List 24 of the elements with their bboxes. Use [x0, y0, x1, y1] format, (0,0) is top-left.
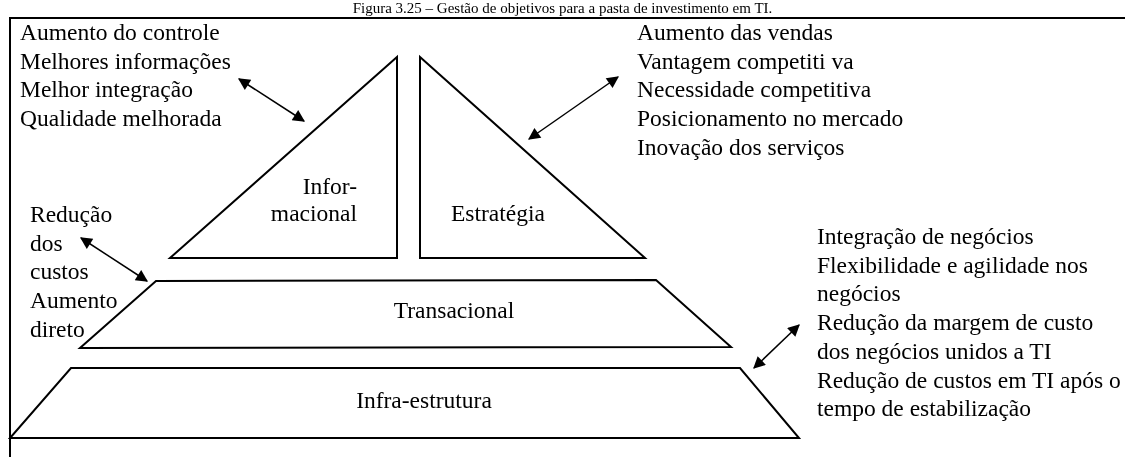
double-arrow: [753, 324, 800, 369]
benefit-text: Aumento das vendas: [637, 18, 834, 47]
benefit-text: Aumento direto: [30, 286, 119, 344]
benefit-text: Posicionamento no mercado: [637, 104, 905, 133]
layer-label: Infor- macional: [269, 173, 357, 227]
double-arrow: [238, 78, 305, 122]
layer-label: Infra-estrutura: [355, 387, 493, 414]
double-arrow: [80, 237, 148, 282]
benefit-text: Aumento do controle: [20, 18, 221, 47]
benefit-text: Inovação dos serviços: [637, 132, 846, 162]
benefit-text: Necessidade competitiva: [637, 75, 873, 105]
benefit-text: Redução de custos em TI após o tempo de estabilização: [817, 365, 1121, 423]
figure-title: Figura 3.25 – Gestão de objetivos para a pasta de investimento em TI.: [351, 0, 774, 16]
double-arrow: [528, 76, 619, 140]
benefit-text: Melhores informações: [20, 46, 232, 76]
benefit-text: Redução dos custos: [30, 200, 114, 287]
benefit-text: Integração de negócios: [817, 222, 1035, 251]
benefit-text: Flexibilidade e agilidade nos negócios: [817, 250, 1089, 309]
layer-label: Estratégia: [451, 200, 546, 227]
benefit-text: Qualidade melhorada: [20, 104, 223, 133]
benefit-text: Redução da margem de custo dos negócios unidos a TI: [817, 308, 1095, 366]
benefit-text: Vantagem competiti va: [637, 46, 855, 76]
benefit-text: Melhor integração: [20, 75, 194, 105]
layer-label: Transacional: [392, 297, 516, 324]
